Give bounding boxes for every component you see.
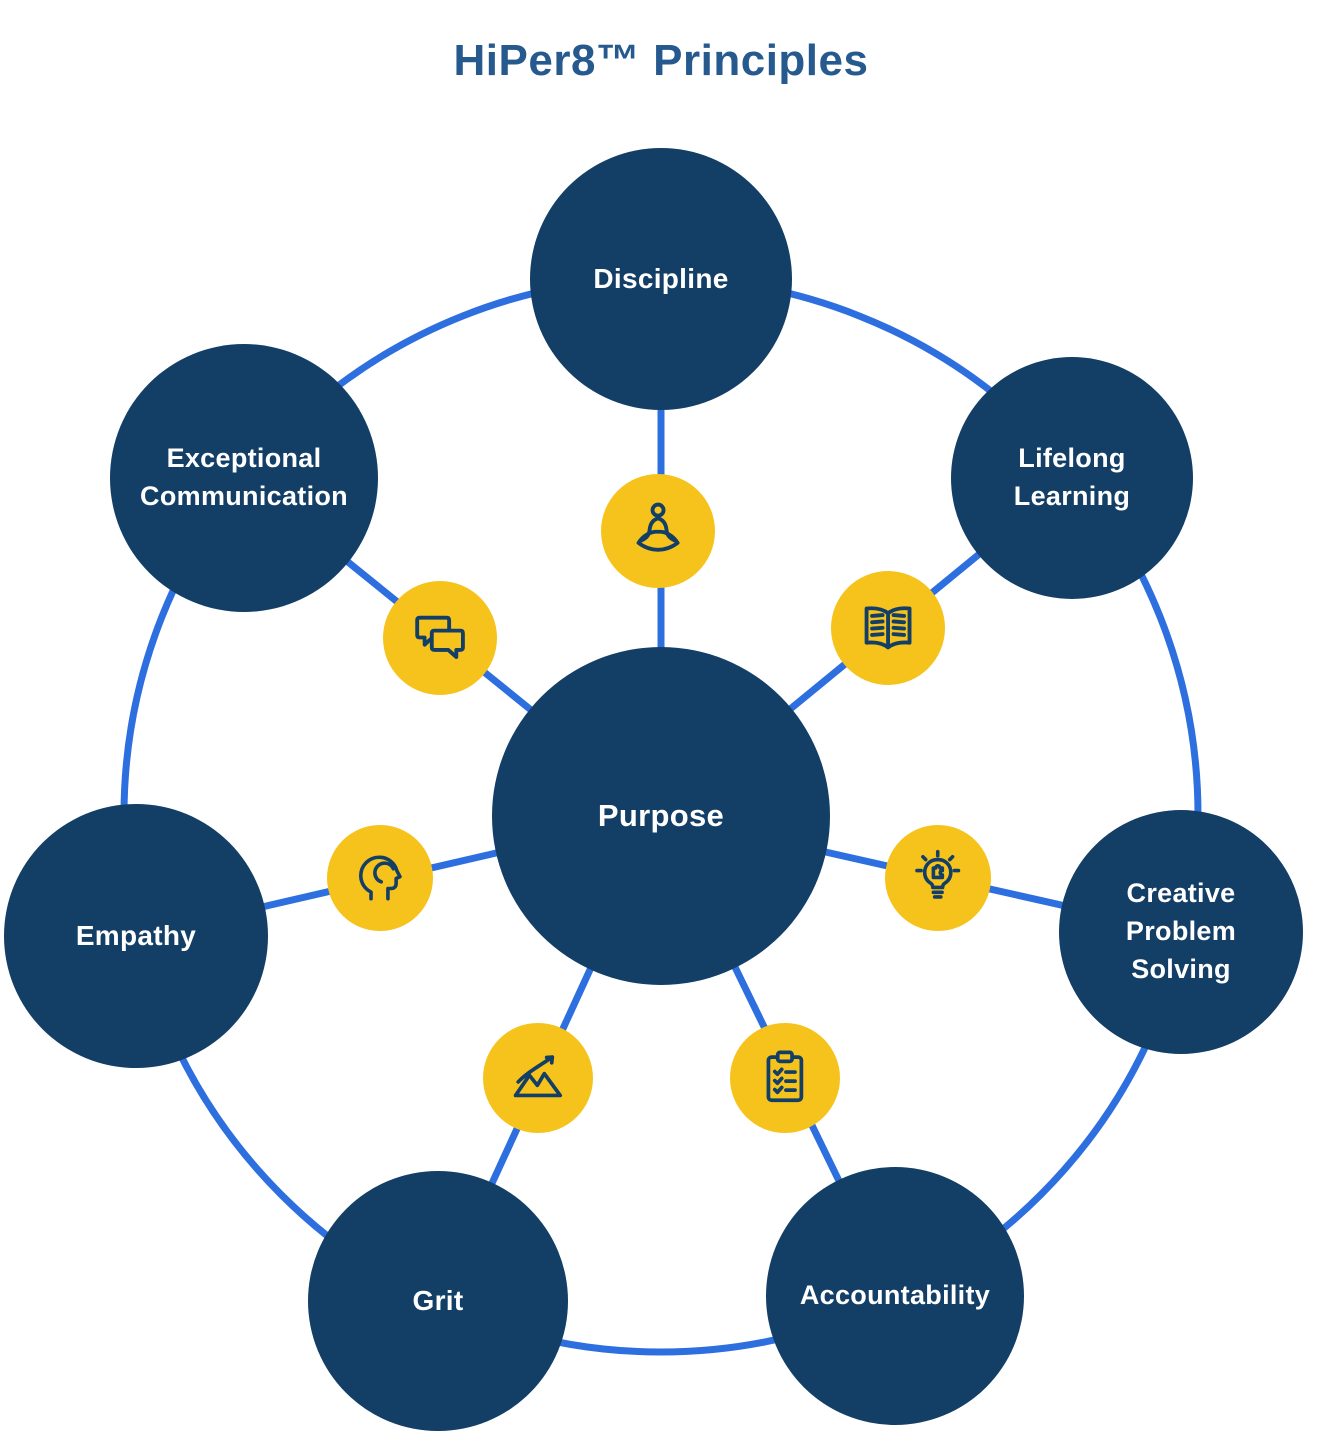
grit-icon-badge [483, 1023, 593, 1133]
node-grit: Grit [308, 1171, 568, 1431]
empathy-icon-badge [327, 825, 433, 931]
node-creative-problem-solving-label: Creative Problem Solving [1125, 878, 1237, 984]
lifelong-learning-icon-badge [831, 571, 945, 685]
accountability-icon-badge [730, 1023, 840, 1133]
exceptional-communication-icon-badge [383, 581, 497, 695]
checklist-clipboard-icon [766, 1050, 804, 1103]
node-discipline-label: Discipline [593, 263, 729, 295]
diagram-title: HiPer8™ Principles [453, 36, 869, 85]
node-accountability: Accountability [766, 1167, 1024, 1425]
node-purpose: Purpose [492, 647, 830, 985]
discipline-icon-badge [601, 474, 715, 588]
node-lifelong-learning: Lifelong Learning [951, 357, 1193, 599]
chat-bubbles-icon [415, 615, 465, 659]
lightbulb-puzzle-icon [915, 850, 961, 900]
node-creative-problem-solving: Creative Problem Solving [1059, 810, 1303, 1054]
mountain-growth-icon [513, 1055, 563, 1098]
node-empathy: Empathy [4, 804, 268, 1068]
node-purpose-label: Purpose [597, 798, 725, 834]
node-exceptional-communication: Exceptional Communication [110, 344, 378, 612]
node-grit-label: Grit [412, 1285, 464, 1317]
meditation-icon [636, 502, 680, 552]
empathy-heads-icon [359, 855, 403, 901]
node-exceptional-communication-label: Exceptional Communication [140, 443, 348, 511]
node-accountability-label: Accountability [799, 1280, 991, 1311]
open-book-icon [864, 606, 912, 650]
node-discipline: Discipline [530, 148, 792, 410]
creative-problem-solving-icon-badge [885, 825, 991, 931]
node-lifelong-learning-label: Lifelong Learning [1013, 443, 1131, 511]
node-empathy-label: Empathy [75, 920, 197, 952]
